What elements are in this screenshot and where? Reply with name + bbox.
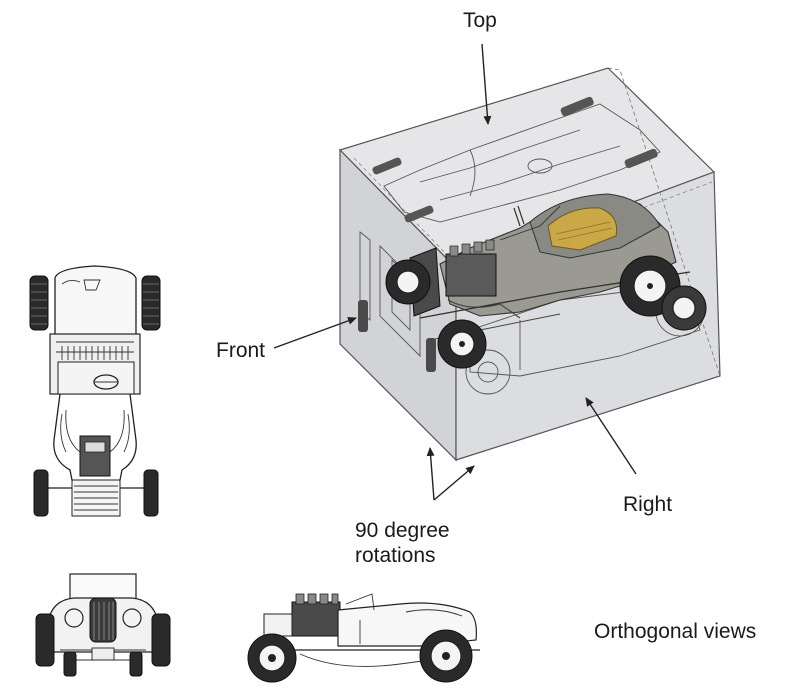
top-orthographic-view (29, 265, 161, 517)
label-rotations: 90 degree rotations (355, 518, 450, 568)
arrow-right (585, 397, 637, 475)
top-face-projection (383, 103, 661, 223)
front-left-tire-icon (33, 469, 49, 517)
arrow-rotation-right (433, 465, 475, 501)
front-right-tire-icon (143, 469, 159, 517)
front-orthographic-view (35, 573, 171, 677)
projection-cube (338, 67, 721, 462)
car-3d-model (385, 193, 707, 369)
label-rotations-line2: rotations (355, 544, 436, 568)
side-orthographic-view (247, 593, 480, 683)
arrow-rotation-up (426, 447, 435, 501)
arrow-top (481, 43, 492, 125)
label-right: Right (623, 493, 673, 516)
arrow-front (273, 316, 357, 349)
seat-icon (547, 207, 618, 251)
label-top: Top (463, 9, 497, 32)
rear-right-tire-icon (141, 275, 161, 331)
rear-left-tire-icon (29, 275, 49, 331)
label-front: Front (216, 339, 266, 362)
annotation-arrows (273, 43, 637, 501)
label-rotations-line1: 90 degree (355, 519, 450, 542)
label-orthogonal-views: Orthogonal views (594, 620, 757, 643)
